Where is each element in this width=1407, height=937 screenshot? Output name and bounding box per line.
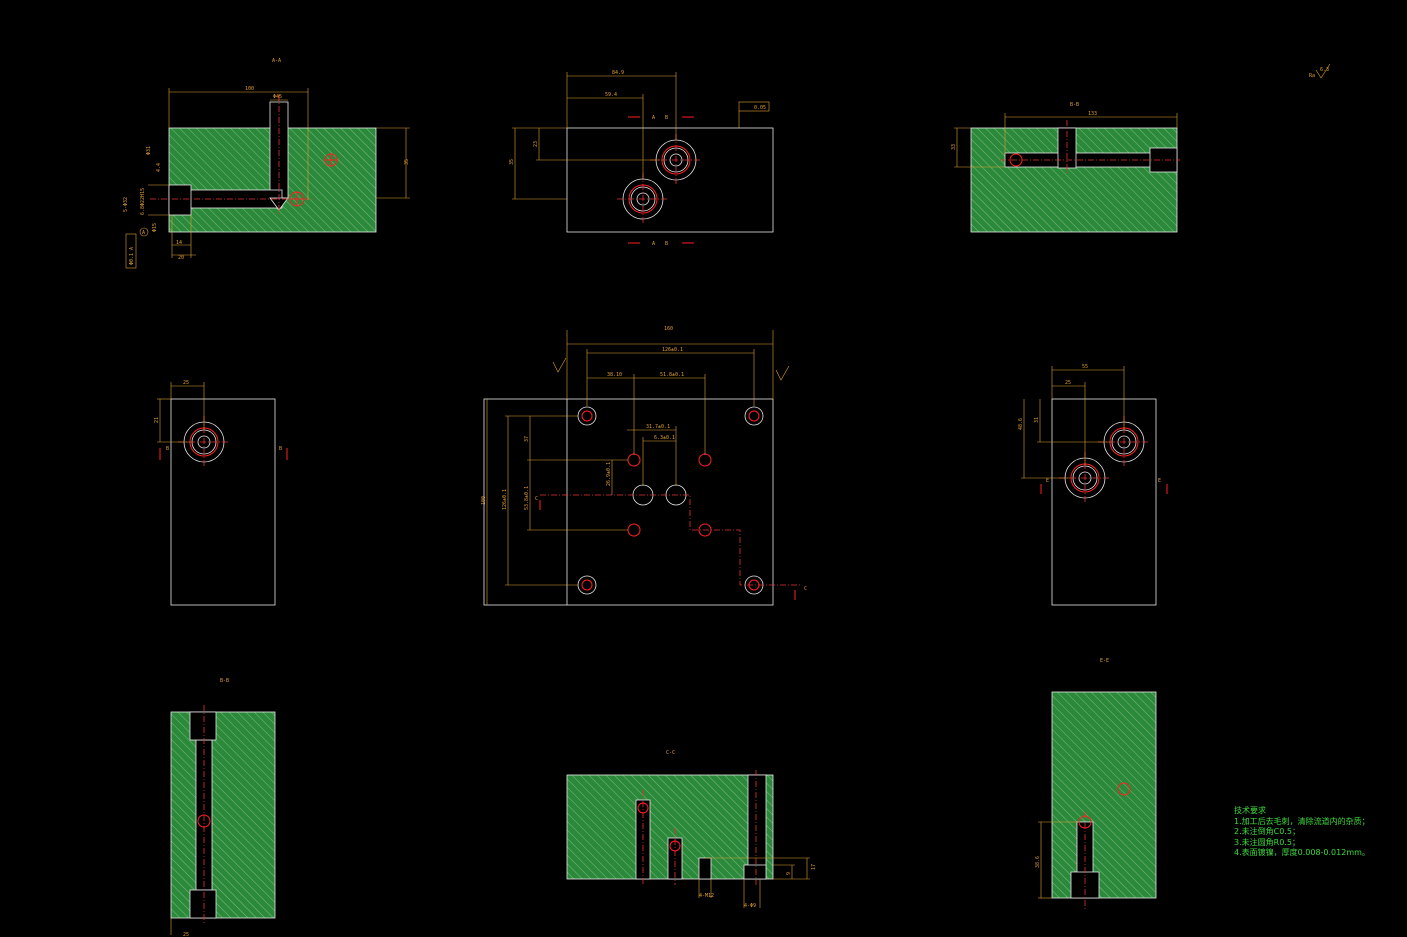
- dimension-label: Φ15: [152, 223, 158, 232]
- dimension-label: 38.6: [1035, 856, 1041, 868]
- section-ee: E-E 38.6: [1035, 658, 1157, 910]
- dimension-label: E-E: [1100, 658, 1109, 664]
- dimension-label: 4.4: [156, 163, 162, 172]
- dimension-label: 48.6: [1018, 418, 1024, 430]
- view-left: 25 21 B B: [154, 380, 288, 606]
- section-bb-top: B-B 133 33 Ra 6.3: [951, 63, 1331, 233]
- dimension-label: 4-Φ9: [744, 903, 756, 909]
- dimension-label: C: [535, 496, 538, 502]
- dimension-label: 37: [524, 436, 530, 442]
- section-aa: A-A 100 Φ45 35 Φ31 4.4 5-Φ32 6.8Φ22H15 Φ…: [123, 58, 410, 269]
- dimension-label: B-B: [1070, 102, 1079, 108]
- dimension-label: 53.8±0.1: [524, 486, 530, 510]
- dimension-label: 100: [481, 496, 487, 505]
- note-item: 3.未注圆角R0.5；: [1234, 837, 1300, 847]
- note-item: 1.加工后去毛刺，清除流道内的杂质；: [1234, 816, 1370, 826]
- notes-title: 技术要求: [1234, 806, 1266, 815]
- technical-requirements: 技术要求 1.加工后去毛刺，清除流道内的杂质； 2.未注倒角C0.5； 3.未注…: [1234, 806, 1370, 859]
- dimension-label: Φ45: [273, 94, 282, 100]
- dimension-label: C-C: [666, 750, 675, 756]
- dimension-label: B: [166, 446, 169, 452]
- dimension-label: 9: [786, 872, 792, 875]
- dimension-label: 5-Φ32: [123, 197, 129, 212]
- dimension-label: B: [279, 446, 282, 452]
- note-item: 2.未注倒角C0.5；: [1234, 827, 1300, 836]
- dimension-label: Φ0.1 A: [129, 247, 135, 265]
- section-cc: C-C 4-M12 4-Φ9 17 9: [566, 750, 817, 909]
- dimension-label: 25: [183, 380, 189, 386]
- dimension-label: 17: [811, 864, 817, 870]
- view-top: 84.9 59.4 35 23 0.05 A B A B: [509, 70, 774, 247]
- dimension-label: C: [804, 586, 807, 592]
- dimension-label: B-B: [220, 678, 229, 684]
- dimension-label: 6.3: [1320, 67, 1329, 73]
- dimension-label: E: [1046, 478, 1049, 484]
- dimension-label: 126±0.1: [662, 347, 683, 353]
- dimension-label: 100: [245, 86, 254, 92]
- dimension-label: 6.3±0.1: [654, 435, 675, 441]
- dimension-label: 21: [154, 417, 160, 423]
- dimension-label: A: [142, 230, 145, 236]
- dimension-label: 6.8Φ22H15: [140, 188, 146, 215]
- global-roughness: Ra: [1309, 73, 1315, 79]
- view-plan: 160 126±0.1 38.10 51.8±0.1 31.7±0.1 6.3±…: [481, 326, 807, 606]
- flatness-value: 0.05: [754, 105, 766, 111]
- view-right: 55 25 48.6 31 E E: [1018, 364, 1168, 606]
- dimension-label: 35: [509, 159, 515, 165]
- dimension-label: 20: [178, 255, 184, 261]
- dimension-label: 23: [533, 141, 539, 147]
- dimension-label: 25: [1065, 380, 1071, 386]
- dimension-label: 160: [664, 326, 673, 332]
- dimension-label: 84.9: [612, 70, 624, 76]
- dimension-label: A: [652, 241, 655, 247]
- dimension-label: 4-M12: [699, 893, 714, 899]
- dimension-label: 126±0.1: [502, 489, 508, 510]
- dimension-label: 26.9±0.1: [606, 462, 612, 486]
- section-bb-bottom: B-B 25: [170, 678, 276, 937]
- dimension-label: 133: [1088, 111, 1097, 117]
- dimension-label: 55: [1082, 364, 1088, 370]
- note-item: 4.表面镀镍，厚度0.008-0.012mm。: [1234, 848, 1370, 857]
- label-aa: A-A: [272, 58, 281, 64]
- dimension-label: 31: [1034, 417, 1040, 423]
- dimension-label: 35: [404, 159, 410, 165]
- dimension-label: 31.7±0.1: [646, 424, 670, 430]
- dimension-label: 59.4: [605, 92, 617, 98]
- dimension-label: 51.8±0.1: [660, 372, 684, 378]
- dimension-label: 33: [951, 144, 957, 150]
- dimension-label: E: [1158, 478, 1161, 484]
- dimension-label: Φ31: [146, 146, 152, 155]
- dimension-label: 14: [176, 240, 182, 246]
- dimension-label: A: [652, 115, 655, 121]
- dimension-label: B: [665, 241, 668, 247]
- dimension-label: 38.10: [607, 372, 622, 378]
- dimension-label: B: [665, 115, 668, 121]
- dimension-label: 25: [183, 932, 189, 937]
